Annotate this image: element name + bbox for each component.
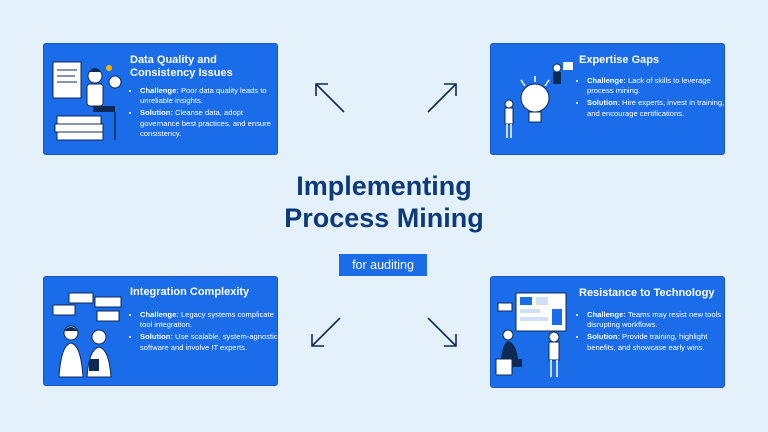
main-title: Implementing Process Mining: [250, 170, 518, 234]
arrow-up-left-icon: [315, 83, 345, 113]
challenge-item: Challenge: Teams may resist new tools di…: [587, 310, 729, 331]
person-with-documents-illustration: [52, 61, 122, 141]
card-bullets: Challenge: Lack of skills to leverage pr…: [577, 76, 729, 121]
solution-item: Solution: Cleanse data, adopt governance…: [140, 108, 282, 139]
card-integration-complexity: Integration Complexity Challenge: Legacy…: [43, 276, 278, 386]
solution-item: Solution: Provide training, highlight be…: [587, 332, 729, 353]
people-with-chat-bubbles-illustration: [52, 292, 122, 378]
card-resistance-to-technology: Resistance to Technology Challenge: Team…: [490, 276, 725, 388]
solution-item: Solution: Hire experts, invest in traini…: [587, 98, 729, 119]
title-line-2: Process Mining: [284, 203, 484, 233]
card-title: Resistance to Technology: [579, 287, 715, 299]
card-bullets: Challenge: Legacy systems complicate too…: [130, 310, 282, 355]
lightbulb-people-illustration: [504, 62, 573, 138]
card-title: Expertise Gaps: [579, 54, 660, 66]
arrow-down-right-icon: [427, 317, 457, 347]
title-line-1: Implementing: [296, 171, 472, 201]
challenge-item: Challenge: Lack of skills to leverage pr…: [587, 76, 729, 97]
card-bullets: Challenge: Poor data quality leads to un…: [130, 86, 282, 141]
card-bullets: Challenge: Teams may resist new tools di…: [577, 310, 729, 355]
challenge-item: Challenge: Legacy systems complicate too…: [140, 310, 282, 331]
team-with-board-illustration: [495, 292, 567, 377]
solution-item: Solution: Use scalable, system-agnostic …: [140, 332, 282, 353]
arrow-up-right-icon: [427, 83, 457, 113]
challenge-item: Challenge: Poor data quality leads to un…: [140, 86, 282, 107]
subtitle-badge: for auditing: [339, 254, 427, 276]
arrow-down-left-icon: [311, 317, 341, 347]
card-expertise-gaps: Expertise Gaps Challenge: Lack of skills…: [490, 43, 725, 155]
card-title: Integration Complexity: [130, 286, 250, 298]
